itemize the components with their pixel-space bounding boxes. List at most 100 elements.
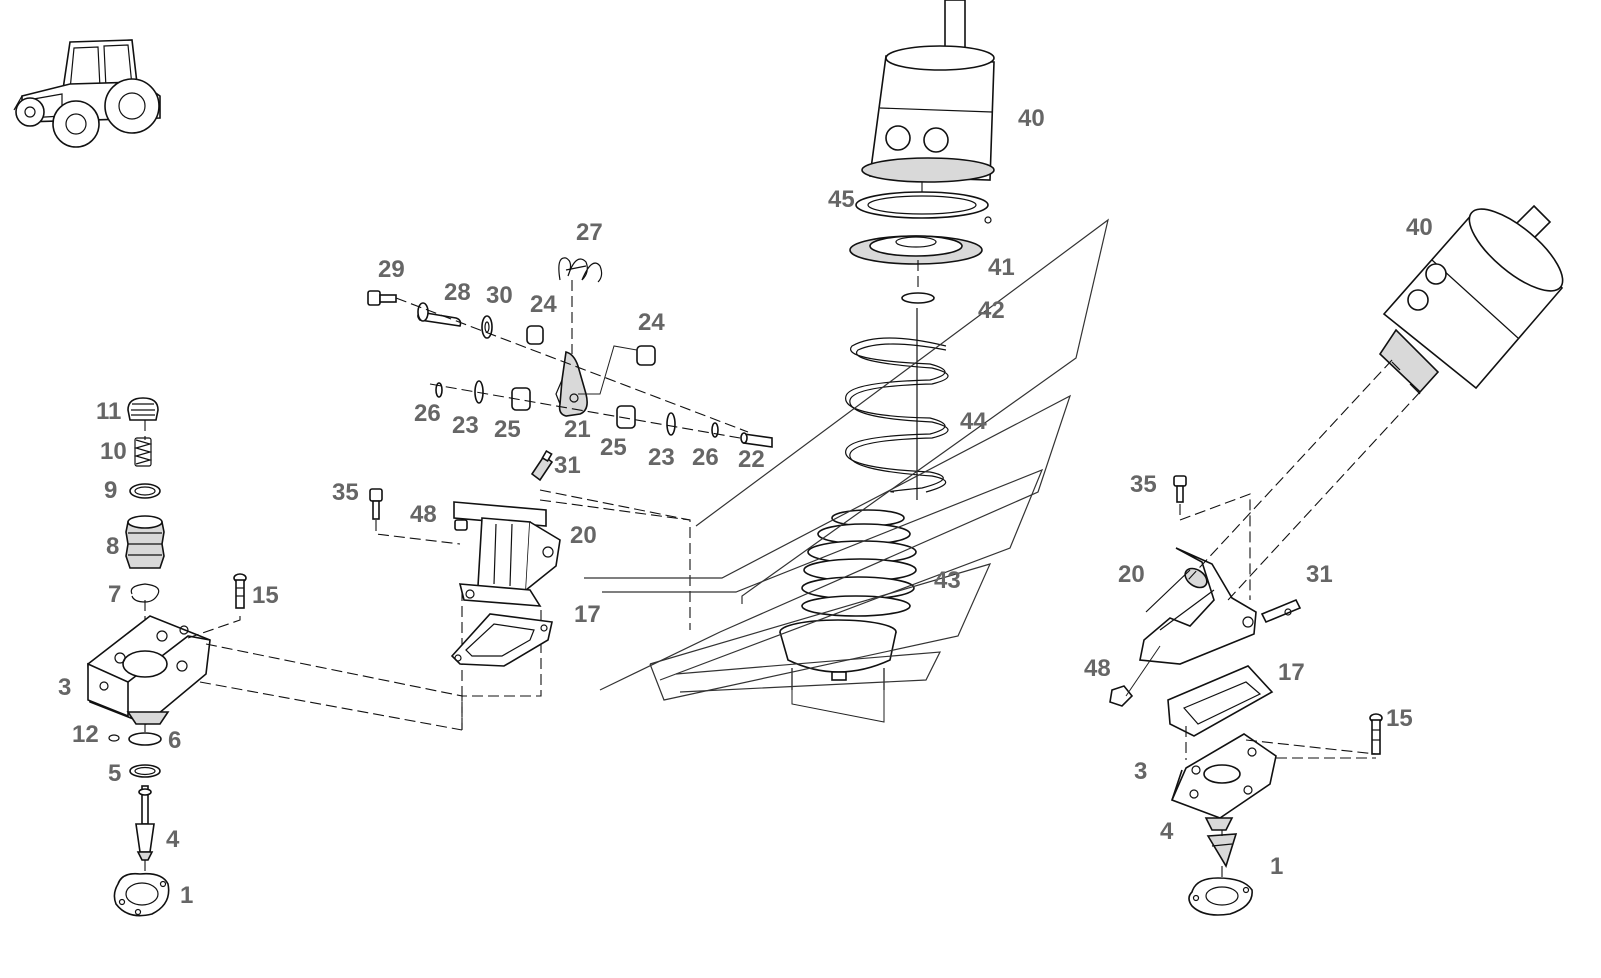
oring-part-6 <box>128 732 162 746</box>
bushing-part-24-b <box>636 345 656 366</box>
callout-8: 8 <box>106 533 120 560</box>
fitting-part-31-right <box>1260 598 1302 624</box>
bracket-part-20-mid <box>453 501 561 607</box>
washer-part-30 <box>481 315 493 339</box>
washer-part-23-b <box>666 412 676 436</box>
leader-lines-right <box>1125 359 1421 880</box>
coil-spring-part-44 <box>845 308 949 500</box>
callout-35-mid: 35 <box>332 479 359 506</box>
cap-part-11 <box>127 397 159 421</box>
callout-4-right: 4 <box>1160 818 1174 845</box>
spring-seat-part-41 <box>849 235 983 265</box>
gasket-part-17-mid <box>450 613 553 667</box>
callout-5: 5 <box>108 760 122 787</box>
callout-23-b: 23 <box>648 444 675 471</box>
spring-part-10 <box>133 437 153 467</box>
callout-28: 28 <box>444 279 471 306</box>
callout-45: 45 <box>828 186 855 213</box>
callout-17-right: 17 <box>1278 659 1305 686</box>
callout-48-right: 48 <box>1084 655 1111 682</box>
callout-31-right: 31 <box>1306 561 1333 588</box>
pin-part-28 <box>417 302 462 327</box>
callout-30: 30 <box>486 282 513 309</box>
callout-3-left: 3 <box>58 674 72 701</box>
callout-27: 27 <box>576 219 603 246</box>
callout-22: 22 <box>738 446 765 473</box>
spring-clip-part-27 <box>558 257 603 283</box>
nut-part-48-mid <box>454 519 468 531</box>
bracket-part-20-right <box>1139 547 1257 665</box>
snap-ring-part-7 <box>130 583 160 603</box>
washer-part-26-b <box>711 422 719 438</box>
bushing-part-25-b <box>616 405 636 429</box>
callout-23-a: 23 <box>452 412 479 439</box>
callout-12: 12 <box>72 721 99 748</box>
stem-part-4-right <box>1206 833 1238 868</box>
bushing-part-24-a <box>526 325 544 345</box>
pin-part-22 <box>740 432 773 448</box>
actuator-part-40-right <box>1378 204 1564 395</box>
callout-40-top: 40 <box>1018 105 1045 132</box>
bolt-part-29 <box>367 290 397 306</box>
bellows-part-43 <box>801 509 917 617</box>
stem-part-4-left <box>135 785 155 861</box>
callout-43: 43 <box>934 567 961 594</box>
callout-11: 11 <box>96 398 122 425</box>
gasket-part-17-right <box>1167 665 1274 737</box>
housing-part-3-right <box>1170 733 1277 831</box>
washer-part-42 <box>901 292 935 304</box>
callout-20-mid: 20 <box>570 522 597 549</box>
callout-15-left: 15 <box>252 582 279 609</box>
bolt-part-35-right <box>1173 475 1187 503</box>
callout-1-right: 1 <box>1270 853 1284 880</box>
callout-48-mid: 48 <box>410 501 437 528</box>
nut-part-48-right <box>1109 685 1134 707</box>
callout-35-right: 35 <box>1130 471 1157 498</box>
callout-20-right: 20 <box>1118 561 1145 588</box>
lever-part-21 <box>555 351 588 417</box>
callout-6: 6 <box>168 727 182 754</box>
callout-1-left: 1 <box>180 882 194 909</box>
tractor-icon <box>13 39 161 148</box>
oring-part-12 <box>108 734 120 742</box>
callout-7: 7 <box>108 581 122 608</box>
callout-24-a: 24 <box>530 291 557 318</box>
callout-42: 42 <box>978 297 1005 324</box>
callout-17-mid: 17 <box>574 601 601 628</box>
callout-10: 10 <box>100 438 127 465</box>
housing-part-3-left <box>87 615 211 725</box>
leader-lines-middle <box>375 280 749 630</box>
callout-25-b: 25 <box>600 434 627 461</box>
seal-part-45 <box>855 191 992 224</box>
fitting-part-31-mid <box>530 449 554 482</box>
bolt-part-35-mid <box>369 488 383 520</box>
callout-25-a: 25 <box>494 416 521 443</box>
gasket-part-1-right <box>1188 877 1253 916</box>
callout-31-mid: 31 <box>554 452 581 479</box>
callout-24-b: 24 <box>638 309 665 336</box>
callout-41: 41 <box>988 254 1015 281</box>
leader-lines-center <box>791 182 923 723</box>
callout-40-right: 40 <box>1406 214 1433 241</box>
callout-26-b: 26 <box>692 444 719 471</box>
ring-part-9 <box>129 483 161 499</box>
actuator-part-40-top <box>861 0 995 183</box>
bolt-part-15-left <box>233 573 247 609</box>
gasket-part-1-left <box>113 872 170 917</box>
base-plate-part-43 <box>779 619 897 690</box>
callout-26-a: 26 <box>414 400 441 427</box>
callout-44: 44 <box>960 408 987 435</box>
bolt-part-15-right <box>1369 713 1383 755</box>
callout-9: 9 <box>104 477 118 504</box>
ring-part-5 <box>129 764 161 778</box>
callout-15-right: 15 <box>1386 705 1413 732</box>
callout-29: 29 <box>378 256 405 283</box>
valve-part-8 <box>125 515 165 569</box>
washer-part-26-a <box>435 382 443 398</box>
callout-3-right: 3 <box>1134 758 1148 785</box>
callout-4-left: 4 <box>166 826 180 853</box>
callout-21: 21 <box>564 416 591 443</box>
bushing-part-25-a <box>511 387 531 411</box>
